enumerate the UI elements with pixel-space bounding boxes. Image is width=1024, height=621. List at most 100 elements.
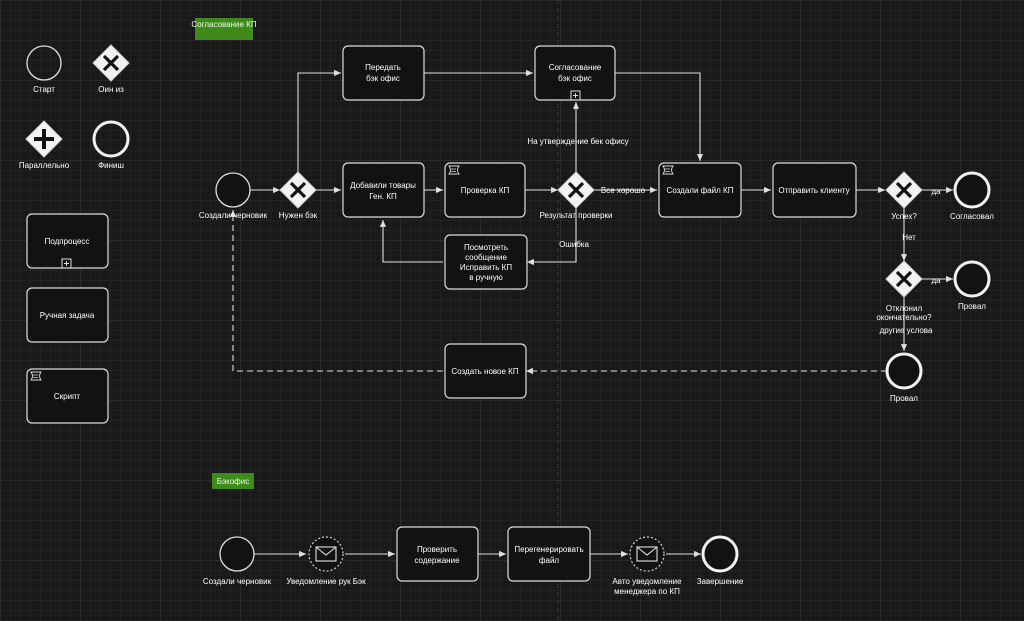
task-added-goods[interactable]: Добавили товары Ген. КП [342,162,425,218]
start-event-back[interactable] [219,536,255,572]
task-check-kp[interactable]: Проверка КП [444,162,526,218]
edge-label-yes-2: да [931,276,941,285]
x-icon [895,270,913,288]
gateway-success[interactable] [885,171,923,209]
gateway-check-result-label: Результат проверки [540,211,613,220]
task-regenerate-file[interactable]: Перегенерировать файл [507,526,591,582]
legend-parallel-gateway[interactable] [25,120,63,158]
task-review-line-2: сообщение [465,253,507,262]
plus-icon [34,129,54,149]
message-event-auto-line-2: менеджера по КП [614,587,680,596]
task-check-kp-label: Проверка КП [461,186,510,195]
message-event-auto-line-1: Авто уведомление [612,577,682,586]
legend-start-event[interactable] [26,45,62,81]
edge-gw2-to-review[interactable] [527,208,577,266]
legend-subprocess[interactable]: Подпроцесс [26,213,109,269]
end-event-fail-2-label: Провал [890,394,918,403]
edge-label-yes-1: да [931,187,941,196]
pool-label-main[interactable]: Согласование КП [191,18,257,40]
task-approval-line-2: бэк офис [558,74,592,83]
pool-label-backoffice-text: Бэкофис [217,477,249,486]
gateway-declined[interactable] [885,260,923,298]
end-event-back-label: Завершение [697,577,744,586]
envelope-icon [636,546,658,562]
legend-end-event[interactable] [92,120,130,158]
main-edges [229,69,953,375]
x-icon [102,54,120,72]
edge-label-to-approval: На утверждение бек офису [527,137,628,146]
edge-label-all-good: Все хорошо [601,186,646,195]
task-check-content-line-1: Проверить [417,545,457,554]
end-event-approved[interactable] [953,171,991,209]
task-transfer-line-1: Передать [365,63,401,72]
message-event-auto[interactable] [629,536,665,572]
task-check-content-line-2: содержание [414,556,460,565]
script-icon [30,371,42,381]
task-send-client-label: Отправить клиенту [778,186,849,195]
task-send-client[interactable]: Отправить клиенту [772,162,857,218]
task-regenerate-line-2: файл [539,556,560,565]
task-transfer-backoffice[interactable]: Передать бэк офис [342,45,425,101]
start-event-main-label: Создали черновик [199,211,268,220]
legend-finish-label: Финиш [98,161,124,170]
task-create-file-label: Создали файл КП [667,186,734,195]
task-review-line-4: в ручную [469,273,502,282]
x-icon [895,181,913,199]
legend-start-label: Старт [33,85,55,94]
task-create-new-kp[interactable]: Создать новое КП [444,343,527,399]
edge-label-no: Нет [902,233,916,242]
edge-label-error: Ошибка [559,240,589,249]
legend-manual-task[interactable]: Ручная задача [26,287,109,343]
legend-exclusive-label: Оин из [98,85,124,94]
edge-review-to-added[interactable] [379,220,443,263]
gateway-need-back[interactable] [279,171,317,209]
task-create-new-kp-label: Создать новое КП [451,367,518,376]
pool-label-backoffice[interactable]: Бэкофис [212,473,254,489]
x-icon [567,181,585,199]
legend-script-label: Скрипт [54,392,81,401]
task-transfer-line-2: бэк офис [366,74,400,83]
task-review-line-3: Исправить КП [460,263,512,272]
edge-label-other: другие услова [880,326,933,335]
edge-newkp-to-start[interactable] [229,210,443,372]
edge-gw1-to-transfer[interactable] [297,69,341,172]
script-icon [662,165,674,175]
message-event-notify[interactable] [308,536,344,572]
pool-label-main-text: Согласование КП [191,20,256,29]
task-create-file[interactable]: Создали файл КП [658,162,742,218]
gateway-success-label: Успех? [891,212,917,221]
end-event-fail-1[interactable] [953,260,991,298]
task-check-content[interactable]: Проверить содержание [396,526,479,582]
script-icon [448,165,460,175]
gateway-need-back-label: Нужен бэк [279,211,318,220]
start-event-main[interactable] [215,172,251,208]
start-event-back-label: Создали черновик [203,577,272,586]
gateway-check-result[interactable] [557,171,595,209]
subprocess-marker-icon [570,90,581,101]
gateway-declined-line-2: окончательно? [876,313,932,322]
legend-subprocess-label: Подпроцесс [45,237,90,246]
legend-manual-task-label: Ручная задача [40,311,95,320]
task-approval-backoffice[interactable]: Согласование бэк офис [534,45,616,101]
task-approval-line-1: Согласование [549,63,602,72]
end-event-back[interactable] [701,535,739,573]
legend: Старт Оин из Параллельно Финиш Подпроцес… [19,44,130,424]
message-event-notify-label: Уведомление рук Бэк [286,577,366,586]
task-regenerate-line-1: Перегенерировать [514,545,583,554]
edge-approval-to-createfile[interactable] [615,72,704,161]
task-added-goods-line-2: Ген. КП [369,192,397,201]
task-added-goods-line-1: Добавили товары [350,181,416,190]
end-event-fail-1-label: Провал [958,302,986,311]
task-review-fix[interactable]: Посмотреть сообщение Исправить КП в ручн… [444,234,528,290]
end-event-fail-2[interactable] [885,352,923,390]
gateway-declined-line-1: Отклонил [886,304,923,313]
legend-parallel-label: Параллельно [19,161,70,170]
task-review-line-1: Посмотреть [464,243,508,252]
x-icon [289,181,307,199]
subprocess-marker-icon [61,258,72,269]
end-event-approved-label: Согласовал [950,212,994,221]
legend-script-task[interactable]: Скрипт [26,368,109,424]
envelope-icon [315,546,337,562]
legend-exclusive-gateway[interactable] [92,44,130,82]
